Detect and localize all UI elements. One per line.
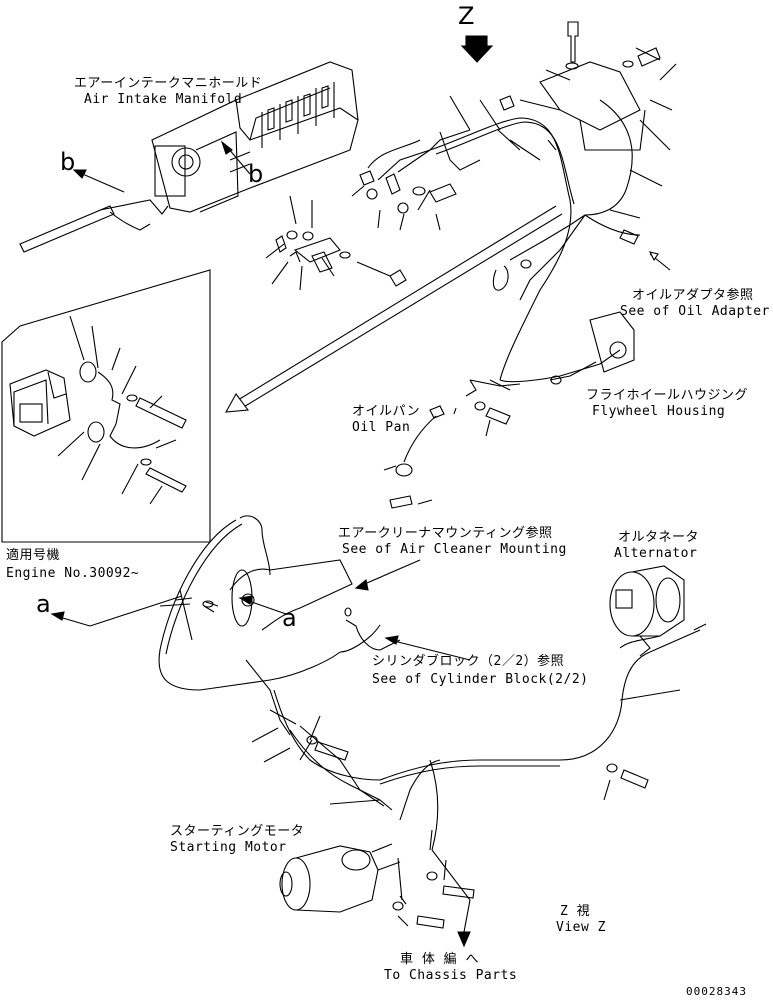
flywheel-label-jp: フライホイールハウジング	[586, 388, 749, 403]
view-z-marker: Z	[458, 2, 475, 30]
oil-adapter-label-jp: オイルアダプタ参照	[632, 288, 754, 303]
oil-pan-sensor	[389, 379, 511, 509]
air-cleaner-label-jp: エアークリーナマウンティング参照	[338, 526, 553, 541]
intake-manifold-label-jp: エアーインテークマニホールド	[74, 76, 263, 91]
ref-a-left: a	[36, 590, 52, 618]
flywheel-label-en: Flywheel Housing	[592, 404, 726, 419]
alternator	[609, 565, 685, 657]
applicable-engine-label-jp: 適用号機	[6, 548, 61, 563]
starting-motor-label-en: Starting Motor	[170, 840, 287, 855]
alternator-label-jp: オルタネータ	[618, 530, 700, 545]
cylinder-block-label-jp: シリンダブロック（2／2）参照	[372, 654, 565, 669]
air-cleaner-pipe	[229, 559, 421, 631]
lower-harness	[158, 515, 701, 851]
section-arrow	[225, 205, 563, 413]
reference-arrows	[50, 140, 287, 627]
upper-harness	[367, 99, 641, 387]
flywheel-sensor	[549, 311, 635, 385]
inset-detail-box	[1, 269, 211, 543]
chassis-parts-label-jp: 車 体 編 へ	[400, 952, 479, 967]
view-z-label-en: View Z	[556, 920, 606, 935]
view-z-label-jp: Z 視	[560, 904, 591, 919]
chassis-parts-label-en: To Chassis Parts	[384, 968, 518, 983]
view-z-arrow	[460, 35, 494, 63]
ref-a-right: a	[282, 604, 298, 632]
oil-adapter-lead	[492, 229, 671, 291]
air-intake-manifold	[151, 61, 359, 213]
chassis-arrow	[431, 849, 471, 948]
applicable-engine-label-en: Engine No.30092~	[6, 566, 140, 581]
oil-adapter-label-en: See of Oil Adapter	[620, 304, 770, 319]
ref-b-right: b	[248, 160, 264, 188]
alternator-label-en: Alternator	[614, 546, 698, 561]
starting-motor-label-jp: スターティングモータ	[170, 824, 305, 839]
oil-pan-label-en: Oil Pan	[352, 420, 411, 435]
top-bracket-bolts	[499, 21, 661, 151]
intake-manifold-label-en: Air Intake Manifold	[84, 92, 243, 107]
leader-lines	[57, 47, 707, 927]
cylinder-block-arrow	[384, 635, 471, 661]
cylinder-block-label-en: See of Cylinder Block(2/2)	[372, 672, 589, 687]
drawing-number: 00028343	[686, 985, 747, 998]
air-cleaner-label-en: See of Air Cleaner Mounting	[342, 542, 567, 557]
ref-b-left: b	[60, 148, 76, 176]
lower-bolts	[202, 600, 649, 929]
starting-motor	[279, 843, 401, 913]
intake-sensors	[19, 170, 457, 287]
oil-pan-label-jp: オイルパン	[352, 404, 421, 419]
